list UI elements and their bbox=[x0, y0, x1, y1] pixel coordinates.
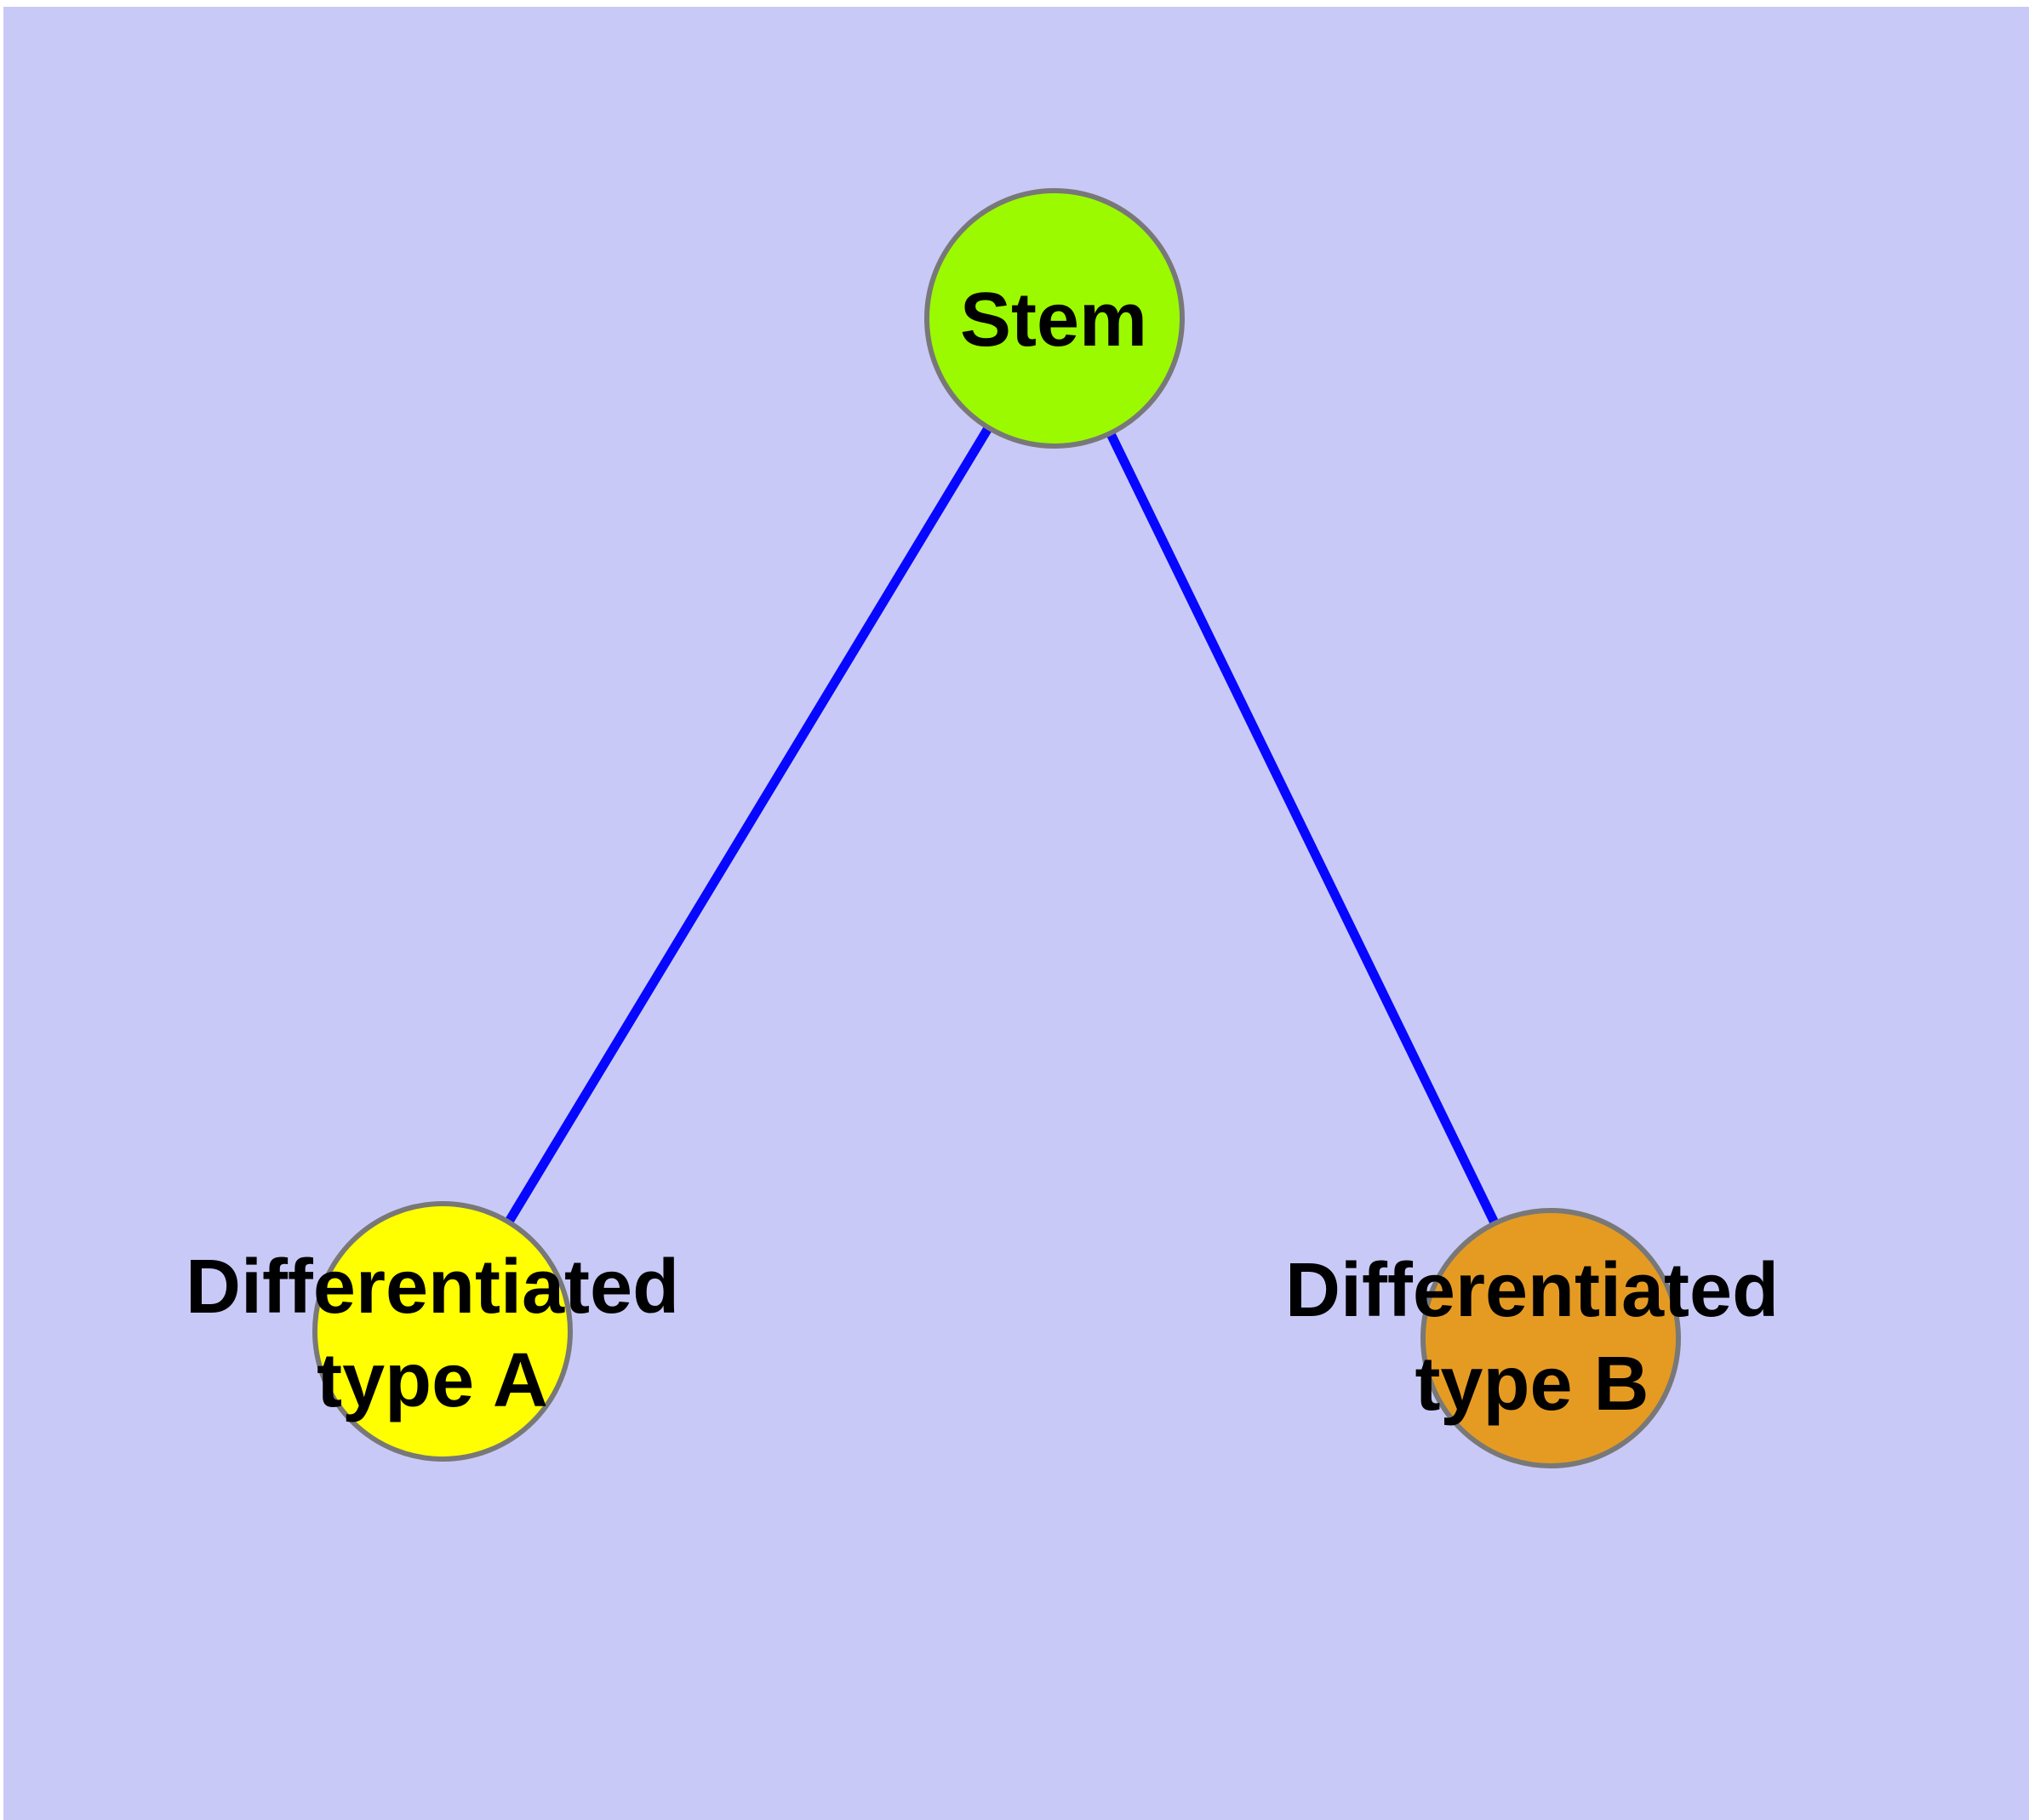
node-differentiated-type-a bbox=[312, 1201, 573, 1462]
edge-stem-to-type-b bbox=[1050, 316, 1555, 1341]
node-label-differentiated-type-b: Differentiated type B bbox=[1285, 1244, 1779, 1431]
node-label-line: Differentiated bbox=[1284, 1248, 1780, 1333]
edge-stem-to-type-a bbox=[438, 316, 1059, 1334]
node-label-line: Stem bbox=[959, 278, 1148, 363]
node-differentiated-type-b bbox=[1420, 1208, 1681, 1468]
node-label-line: type A bbox=[317, 1338, 548, 1423]
node-stem bbox=[924, 188, 1185, 449]
node-label-line: Differentiated bbox=[185, 1245, 680, 1330]
node-label-stem: Stem bbox=[960, 273, 1147, 367]
node-label-differentiated-type-a: Differentiated type A bbox=[186, 1240, 679, 1428]
node-label-line: type B bbox=[1415, 1342, 1649, 1427]
